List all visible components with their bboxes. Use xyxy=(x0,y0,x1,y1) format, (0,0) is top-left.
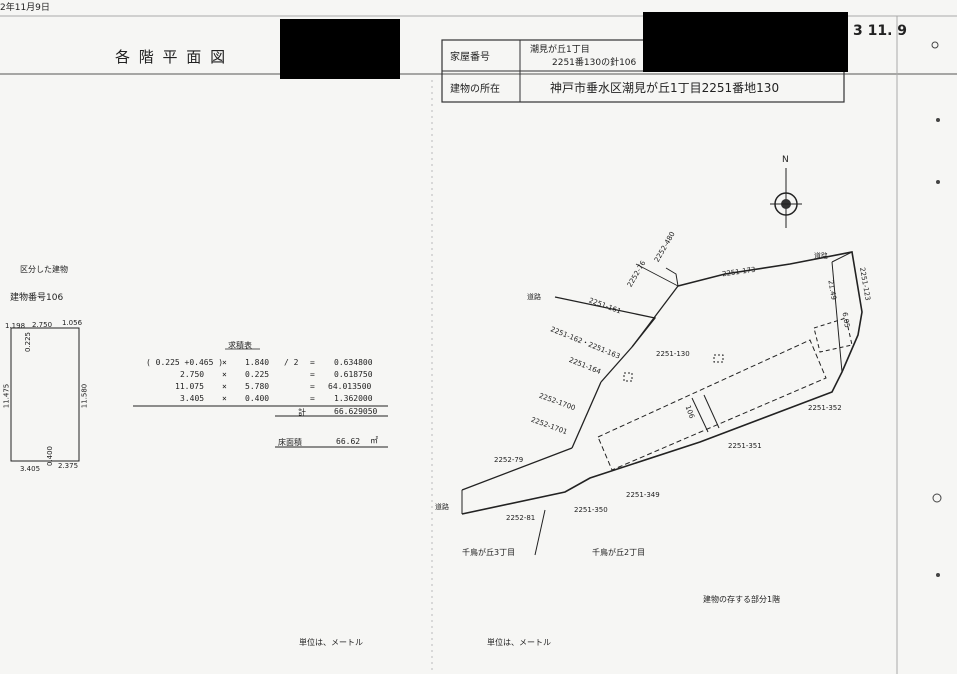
row-2-b: 0.225 xyxy=(245,370,270,379)
lot-label-17: 2252-81 xyxy=(506,514,536,522)
unit-note-right: 単位は、メートル xyxy=(487,638,551,647)
floor-area-label: 床面積 xyxy=(278,438,302,447)
row-1-eq: = xyxy=(310,358,315,367)
road-label-top: 道路 xyxy=(814,252,828,260)
row-4-b: 0.400 xyxy=(245,394,270,403)
row-1-op: × xyxy=(222,358,227,367)
north-label: N xyxy=(782,155,789,165)
road-label-1: 道路 xyxy=(527,293,541,301)
floor-area-value: 66.62 xyxy=(336,437,361,446)
row-1-div: / 2 xyxy=(284,358,299,367)
dim-top-1: 1.198 xyxy=(5,322,26,330)
lot-label-15: 2251-349 xyxy=(626,491,660,499)
dim-bottom-2: 2.375 xyxy=(58,462,79,470)
lot-label-13: 2251-352 xyxy=(808,404,842,412)
house-number-label: 家屋番号 xyxy=(450,52,490,63)
row-4-op: × xyxy=(222,394,227,403)
road-label-2: 道路 xyxy=(435,503,449,511)
row-1-result: 0.634800 xyxy=(334,358,373,367)
floor-area-unit: ㎡ xyxy=(370,436,378,445)
dim-top-3: 1.056 xyxy=(62,319,83,327)
dim-right-side: 11.580 xyxy=(80,383,89,409)
redaction-block-2 xyxy=(643,12,848,72)
location-label: 建物の所在 xyxy=(450,84,500,95)
row-2-expr: 2.750 xyxy=(180,370,205,379)
row-3-op: × xyxy=(222,382,227,391)
district-label-3: 千鳥が丘3丁目 xyxy=(462,548,516,557)
building-number: 建物番号106 xyxy=(10,293,64,303)
dim-bottom-inner: 0.400 xyxy=(46,445,55,467)
page-title: 各 階 平 面 図 xyxy=(115,48,228,66)
district-label-2: 千鳥が丘2丁目 xyxy=(592,548,646,557)
lot-label-18: 2251-350 xyxy=(574,506,608,514)
house-number-value-2: 2251番130の針106 xyxy=(552,58,637,68)
dim-left-side: 11.475 xyxy=(2,383,11,409)
unit-note-left: 単位は、メートル xyxy=(299,638,363,647)
row-2-result: 0.618750 xyxy=(334,370,373,379)
row-4-eq: = xyxy=(310,394,315,403)
building-floor-note: 建物の存する部分1階 xyxy=(703,595,781,604)
lot-label-12: 2252-79 xyxy=(494,456,524,464)
redaction-block-1 xyxy=(280,19,400,79)
row-4-result: 1.362000 xyxy=(334,394,373,403)
row-4-expr: 3.405 xyxy=(180,394,205,403)
row-1-b: 1.840 xyxy=(245,358,270,367)
date-fragment: 2年11月9日 xyxy=(0,3,50,13)
section-title: 区分した建物 xyxy=(20,265,68,274)
row-1-expr: ( 0.225 +0.465 ) xyxy=(146,358,224,367)
row-3-eq: = xyxy=(310,382,315,391)
total-value: 66.629050 xyxy=(334,407,378,416)
dim-bottom-1: 3.405 xyxy=(20,465,41,473)
dim-top-2: 2.750 xyxy=(32,321,53,329)
total-label: 計 xyxy=(298,408,306,417)
row-3-result: 64.013500 xyxy=(328,382,372,391)
location-value: 神戸市垂水区潮見が丘1丁目2251番地130 xyxy=(550,81,780,95)
row-2-op: × xyxy=(222,370,227,379)
row-3-b: 5.780 xyxy=(245,382,270,391)
row-3-expr: 11.075 xyxy=(175,382,204,391)
lot-label-14: 2251-351 xyxy=(728,442,762,450)
dim-inner-top: 0.225 xyxy=(24,331,33,353)
row-2-eq: = xyxy=(310,370,315,379)
right-date: 3 11. 9 xyxy=(853,23,908,39)
house-number-value-1: 潮見が丘1丁目 xyxy=(530,45,590,55)
lot-label-9: 2251-130 xyxy=(656,350,690,358)
area-table-title: 求積表 xyxy=(228,341,252,350)
